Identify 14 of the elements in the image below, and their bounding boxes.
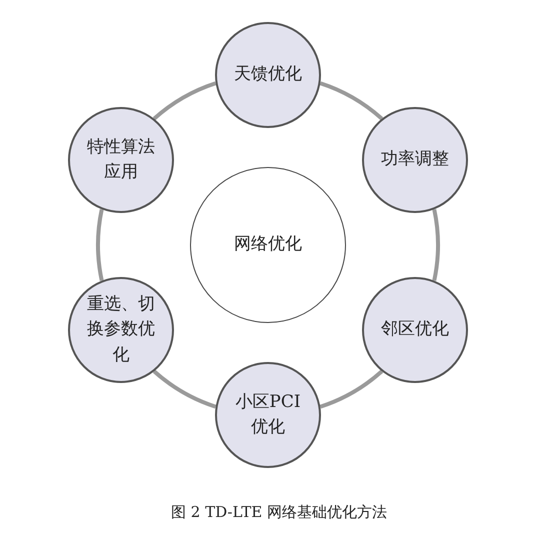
topic-circle: 功率调整 <box>362 107 468 213</box>
figure-caption: 图 2 TD-LTE 网络基础优化方法 <box>170 503 388 522</box>
ring-connector <box>96 209 104 281</box>
ring-connector <box>432 209 440 281</box>
topic-circle: 特性算法应用 <box>68 107 174 213</box>
center-circle: 网络优化 <box>190 167 346 323</box>
topic-circle: 天馈优化 <box>215 22 321 128</box>
topic-circle: 重选、切换参数优化 <box>68 277 174 383</box>
ring-connector <box>152 81 216 120</box>
ring-connector <box>152 370 216 409</box>
topic-circle: 邻区优化 <box>362 277 468 383</box>
ring-connector <box>320 81 384 120</box>
topic-circle: 小区PCI优化 <box>215 362 321 468</box>
ring-connector <box>320 370 384 409</box>
